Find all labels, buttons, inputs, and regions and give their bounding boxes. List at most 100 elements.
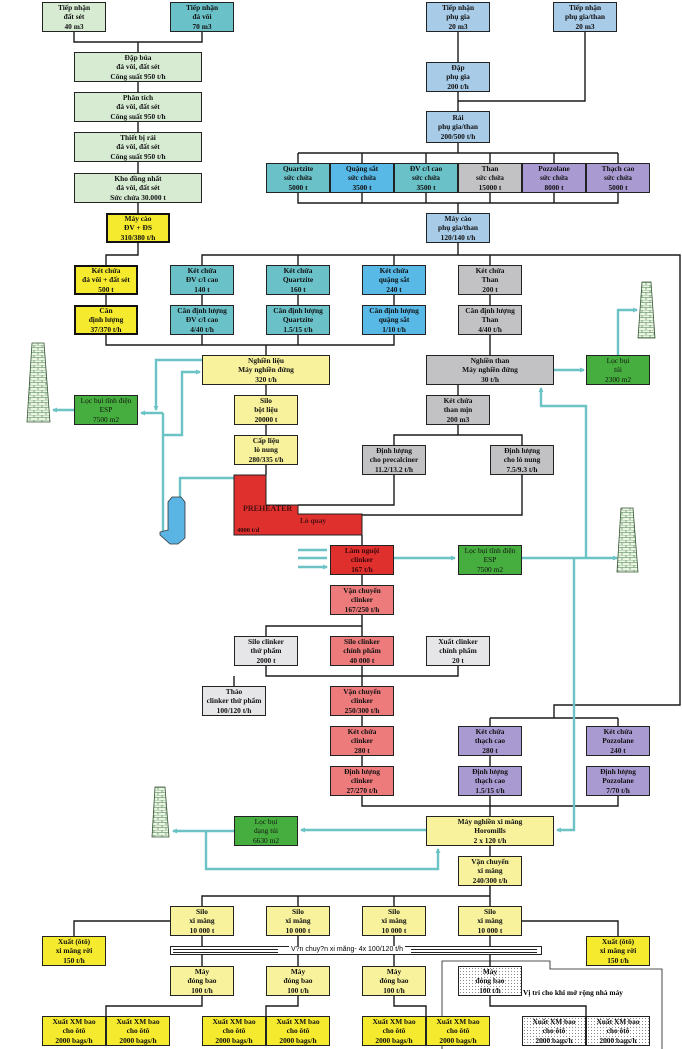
- box-text-line: Quartzite: [282, 275, 314, 285]
- box-text-line: Két chứa: [443, 395, 473, 405]
- box-text-line: đá vôi + đất sét: [82, 275, 130, 285]
- preheater-label: PREHEATER: [243, 504, 292, 513]
- box-text-line: Két chứa: [187, 265, 217, 275]
- cyclone-icon: [159, 496, 186, 545]
- box-text-line: định lượng: [88, 315, 124, 325]
- box-text-line: Máy nghiền xi măng: [457, 816, 523, 826]
- box-text-line: ĐV c/l cao: [409, 163, 443, 173]
- box-text-line: 20 t: [452, 655, 464, 665]
- box-text-line: Xuất XM bao: [52, 1016, 96, 1026]
- box-text-line: Thiết bị rải: [120, 132, 156, 142]
- box-text-line: 37/370 t/h: [90, 324, 122, 334]
- box-text-line: Máy: [194, 966, 210, 976]
- box-text-line: Cân định lượng: [177, 305, 227, 315]
- box-text-line: 7.5/9.3 t/h: [506, 464, 538, 474]
- box-text-line: 10 000 t: [477, 925, 503, 935]
- box-text-line: sức chứa: [604, 173, 632, 183]
- chimney-icon: [26, 342, 51, 423]
- box-text-line: Quặng sắt: [345, 163, 379, 173]
- box-text-line: 1/10 t/h: [382, 324, 406, 334]
- box-text-line: Két chứa: [603, 726, 633, 736]
- box-text-line: Két chứa: [283, 265, 313, 275]
- box-text-line: 4/40 t/h: [478, 324, 502, 334]
- box-text-line: đóng bao: [283, 976, 313, 986]
- box-text-line: clinker: [350, 696, 374, 706]
- box-text-line: cho ôtô: [222, 1026, 246, 1036]
- box-text-line: ĐV c/l cao: [185, 275, 219, 285]
- box-text-line: Xuất XM bao: [276, 1016, 320, 1026]
- box-text-line: Lọc bụi: [606, 355, 630, 365]
- expansion-area-outline: [441, 960, 663, 1049]
- box-text-line: Than: [481, 163, 499, 173]
- box-text-line: chính phẩm: [439, 646, 477, 656]
- box-text-line: Sức chứa 30.000 t: [110, 192, 166, 202]
- box-text-line: 2000 bags/h: [215, 1035, 253, 1045]
- box-text-line: 150 t/h: [63, 955, 85, 965]
- box-text-line: bột liệu: [254, 405, 278, 415]
- box-text-line: 20000 t: [254, 414, 278, 424]
- box-text-line: Xuất (ôtô): [601, 936, 635, 946]
- box-text-line: clinker: [350, 555, 374, 565]
- box-text-line: Silo: [292, 906, 304, 916]
- box-text-line: Tiếp nhận: [441, 2, 475, 12]
- box-text-line: phụ gia/than: [564, 12, 606, 22]
- box-text-line: Thạch cao: [601, 163, 635, 173]
- box-text-line: Xuất (ôtô): [57, 936, 91, 946]
- box-text-line: 2000 bags/h: [535, 1035, 573, 1045]
- conveyor-label: V?n chuy?n xi măng- 4x 100/120 t/h: [289, 946, 406, 953]
- box-text-line: Horomills: [474, 826, 506, 836]
- box-text-line: xi măng rời: [55, 946, 93, 956]
- box-text-line: 2 x 120 t/h: [473, 835, 507, 845]
- box-text-line: 7500 m2: [92, 414, 120, 424]
- box-text-line: Công suất 950 t/h: [110, 71, 166, 81]
- box-text-line: Định lượng: [472, 766, 508, 776]
- box-text-line: 150 t/h: [607, 955, 629, 965]
- box-text-line: Pozzolane: [602, 776, 634, 786]
- box-text-line: 11.2/13.2 t/h: [375, 464, 413, 474]
- box-text-line: 7500 m2: [476, 564, 504, 574]
- box-text-line: cho ôtô: [446, 1026, 470, 1036]
- cement-conveyor: V?n chuy?n xi măng- 4x 100/120 t/h: [170, 946, 542, 955]
- box-text-line: 200 t/h: [447, 81, 469, 91]
- box-text-line: 167 t/h: [351, 564, 373, 574]
- box-text-line: đá vôi, đất sét: [116, 102, 160, 112]
- box-text-line: đá vôi, đất sét: [116, 183, 160, 193]
- box-text-line: đá vôi, đất sét: [116, 62, 160, 72]
- box-text-line: Than: [481, 275, 499, 285]
- box-text-line: phụ gia/than: [437, 122, 479, 132]
- box-text-line: Silo: [484, 906, 496, 916]
- box-text-line: clinker: [350, 776, 374, 786]
- box-text-line: sức chứa: [476, 173, 504, 183]
- box-text-line: 10 000 t: [189, 925, 215, 935]
- box-text-line: sức chứa: [348, 173, 376, 183]
- box-text-line: Tiếp nhận: [57, 2, 91, 12]
- box-text-line: ESP: [483, 555, 497, 565]
